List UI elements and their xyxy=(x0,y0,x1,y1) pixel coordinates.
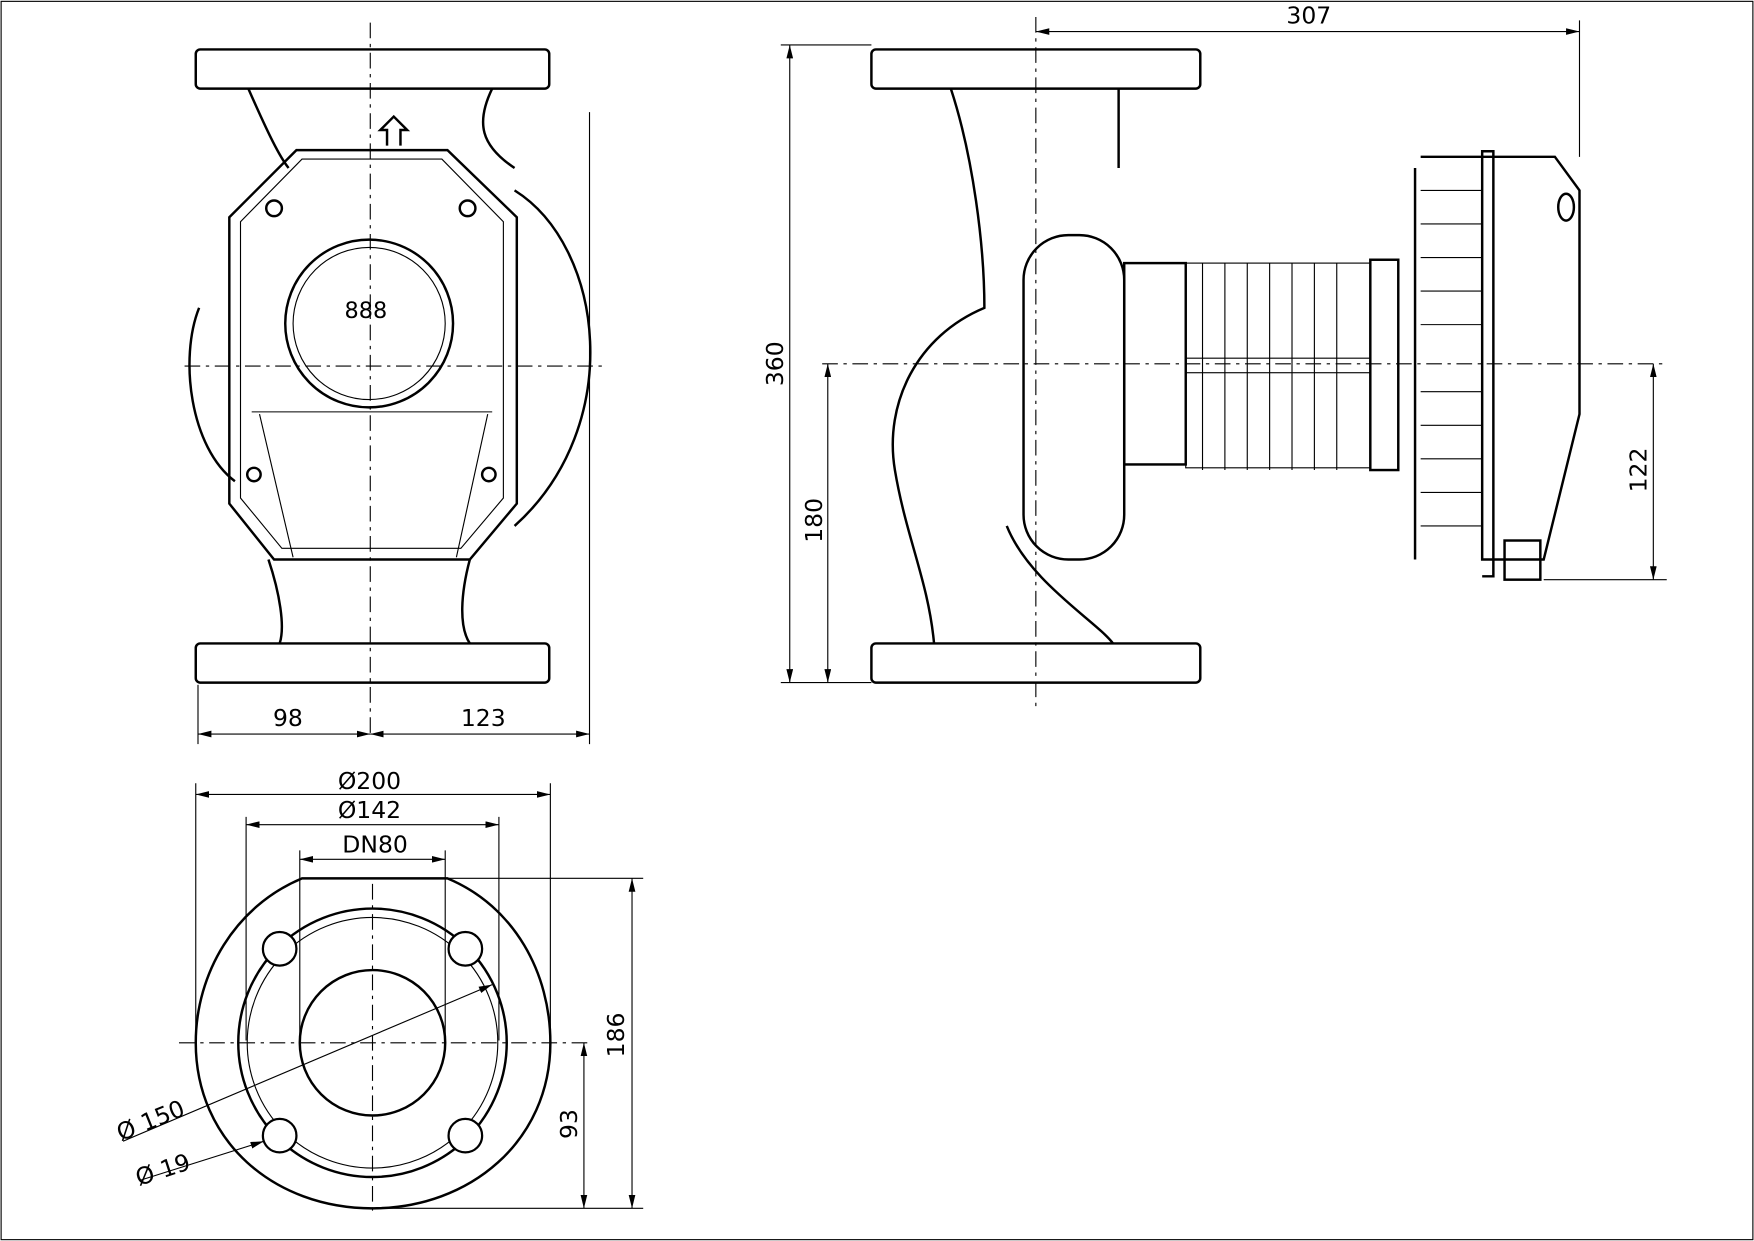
dim-122: 122 xyxy=(1625,448,1653,493)
motor-cooling-fins xyxy=(1185,262,1371,471)
dim-360: 360 xyxy=(761,341,789,386)
cable-gland xyxy=(1503,539,1542,581)
dim-dn80: DN80 xyxy=(342,831,408,859)
front-view: 888 98 123 xyxy=(184,22,605,745)
side-view: 307 360 180 122 xyxy=(761,2,1667,711)
dim-diameter-200: Ø200 xyxy=(338,767,401,795)
dim-123: 123 xyxy=(461,704,506,732)
flow-direction-arrow-icon xyxy=(377,114,411,146)
dim-98: 98 xyxy=(273,704,303,732)
display-digits: 888 xyxy=(345,298,388,324)
dim-diameter-150: Ø 150 xyxy=(113,1094,189,1146)
flange-view: Ø200 Ø142 DN80 186 93 Ø 150 Ø 19 xyxy=(113,767,644,1214)
dim-93: 93 xyxy=(555,1109,583,1139)
dim-180: 180 xyxy=(800,498,828,543)
dim-diameter-19: Ø 19 xyxy=(132,1148,194,1192)
dim-186: 186 xyxy=(602,1012,630,1057)
dim-307: 307 xyxy=(1286,2,1331,30)
dim-diameter-142: Ø142 xyxy=(338,796,401,824)
